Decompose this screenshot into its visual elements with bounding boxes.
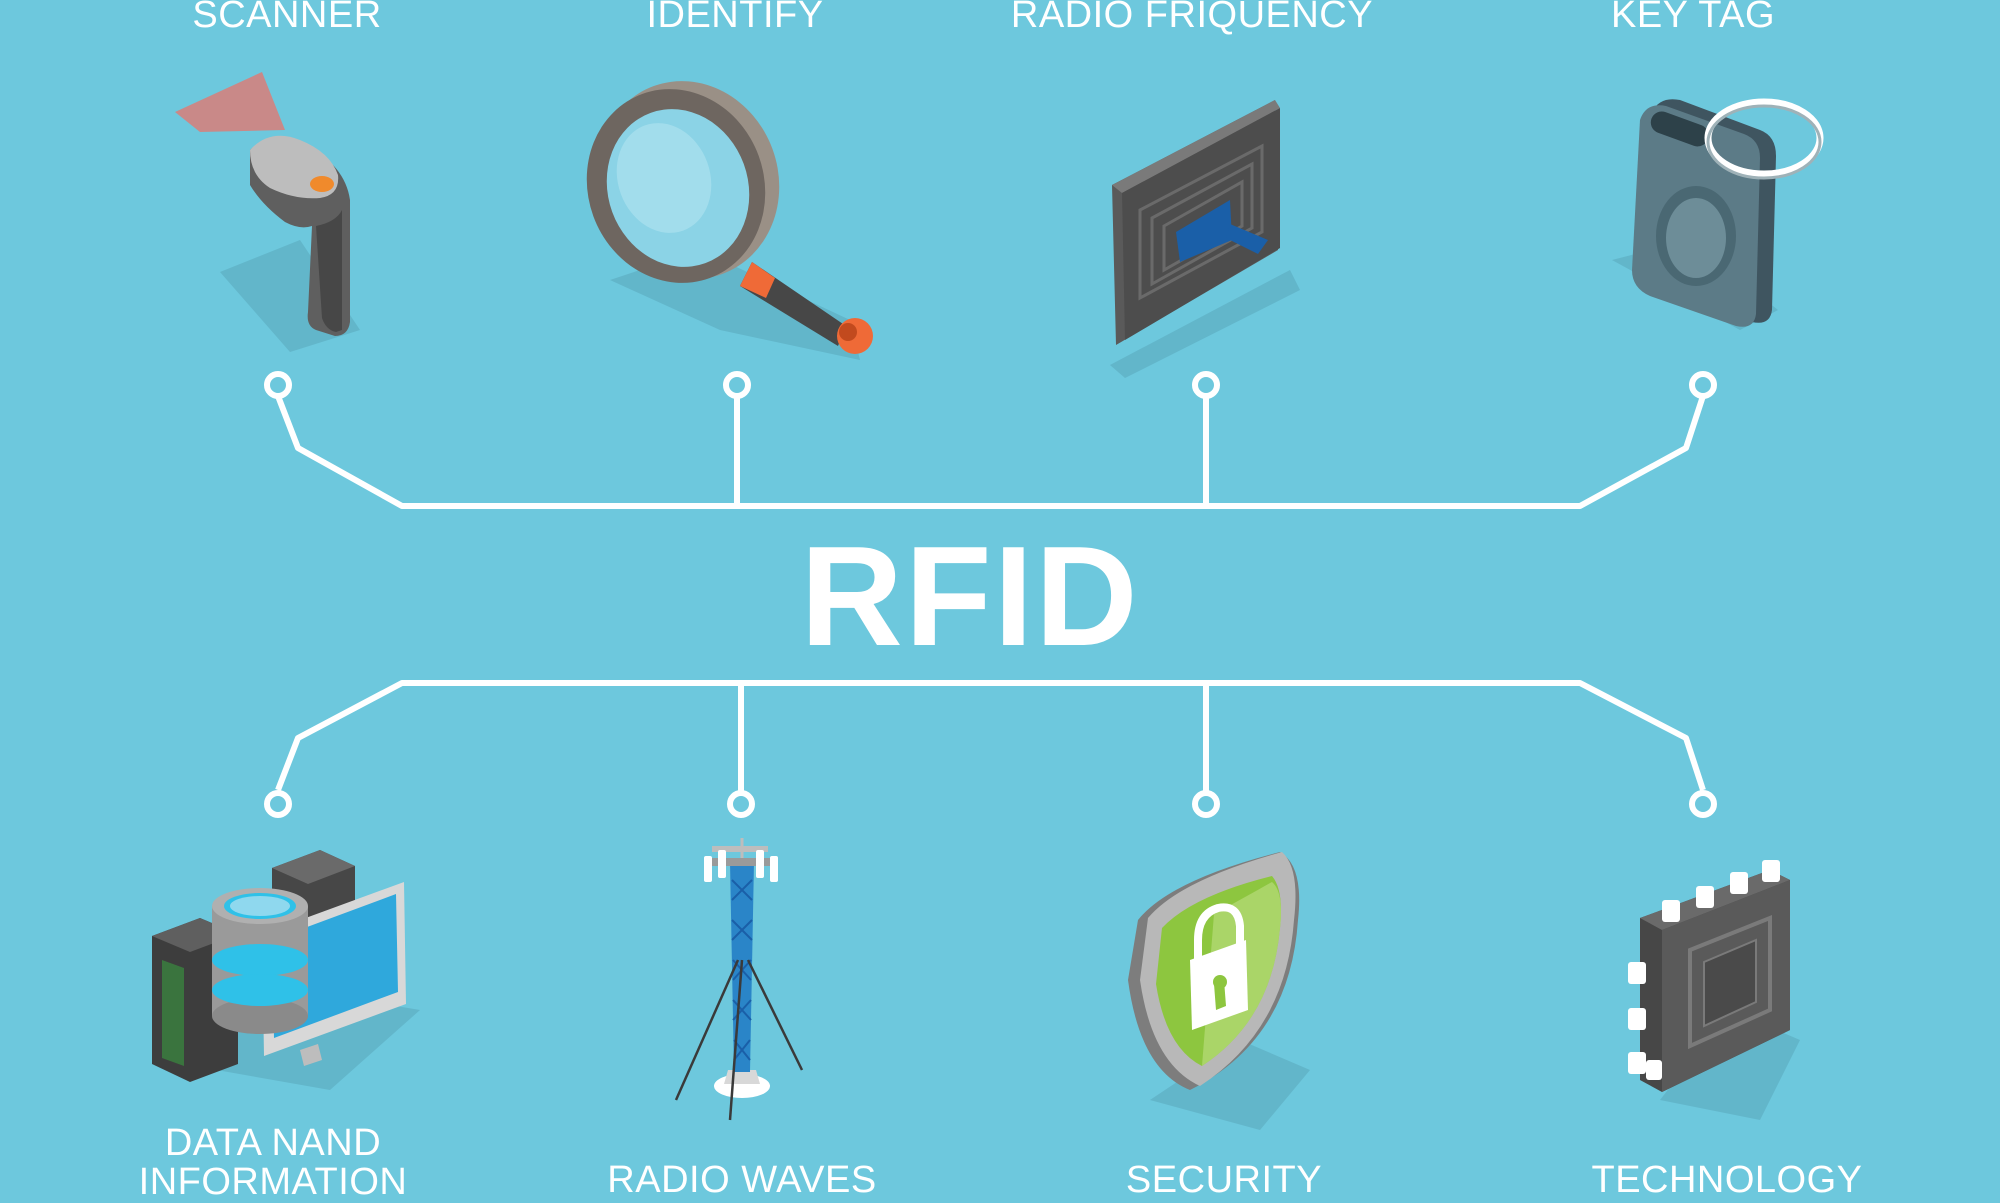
microchip-icon: [1628, 860, 1800, 1120]
radio-tower-icon: [674, 838, 804, 1121]
label-security: SECURITY: [1125, 1159, 1323, 1201]
connector-nodes: [264, 371, 1717, 818]
node-key-tag: [1689, 371, 1717, 399]
label-scanner: SCANNER: [192, 0, 382, 36]
barcode-scanner-icon: [175, 72, 360, 352]
connector-top-bus: [275, 394, 1706, 509]
security-shield-lock-icon: [1128, 852, 1310, 1130]
connector-bottom-bus: [275, 680, 1706, 792]
node-radio-waves: [727, 790, 755, 818]
node-technology: [1689, 790, 1717, 818]
server-computer-icon: [152, 850, 420, 1090]
node-scanner: [264, 371, 292, 399]
label-data-line1: DATA NAND: [164, 1122, 382, 1164]
label-data-information: DATA NAND INFORMATION: [139, 1124, 408, 1202]
label-radio-frequency: RADIO FRIQUENCY: [1010, 0, 1374, 36]
rfid-antenna-chip-icon: [1110, 100, 1300, 378]
node-radio-frequency: [1192, 371, 1220, 399]
connector-lines: [275, 394, 1706, 792]
label-key-tag: KEY TAG: [1610, 0, 1776, 36]
label-technology: TECHNOLOGY: [1591, 1159, 1863, 1201]
node-security: [1192, 790, 1220, 818]
label-identify: IDENTIFY: [646, 0, 824, 36]
node-data: [264, 790, 292, 818]
label-data-line2: INFORMATION: [138, 1161, 408, 1203]
key-tag-icon: [1612, 98, 1824, 330]
magnifying-glass-icon: [586, 81, 873, 360]
diagram-title: RFID: [800, 517, 1140, 676]
node-identify: [723, 371, 751, 399]
label-radio-waves: RADIO WAVES: [607, 1159, 877, 1201]
